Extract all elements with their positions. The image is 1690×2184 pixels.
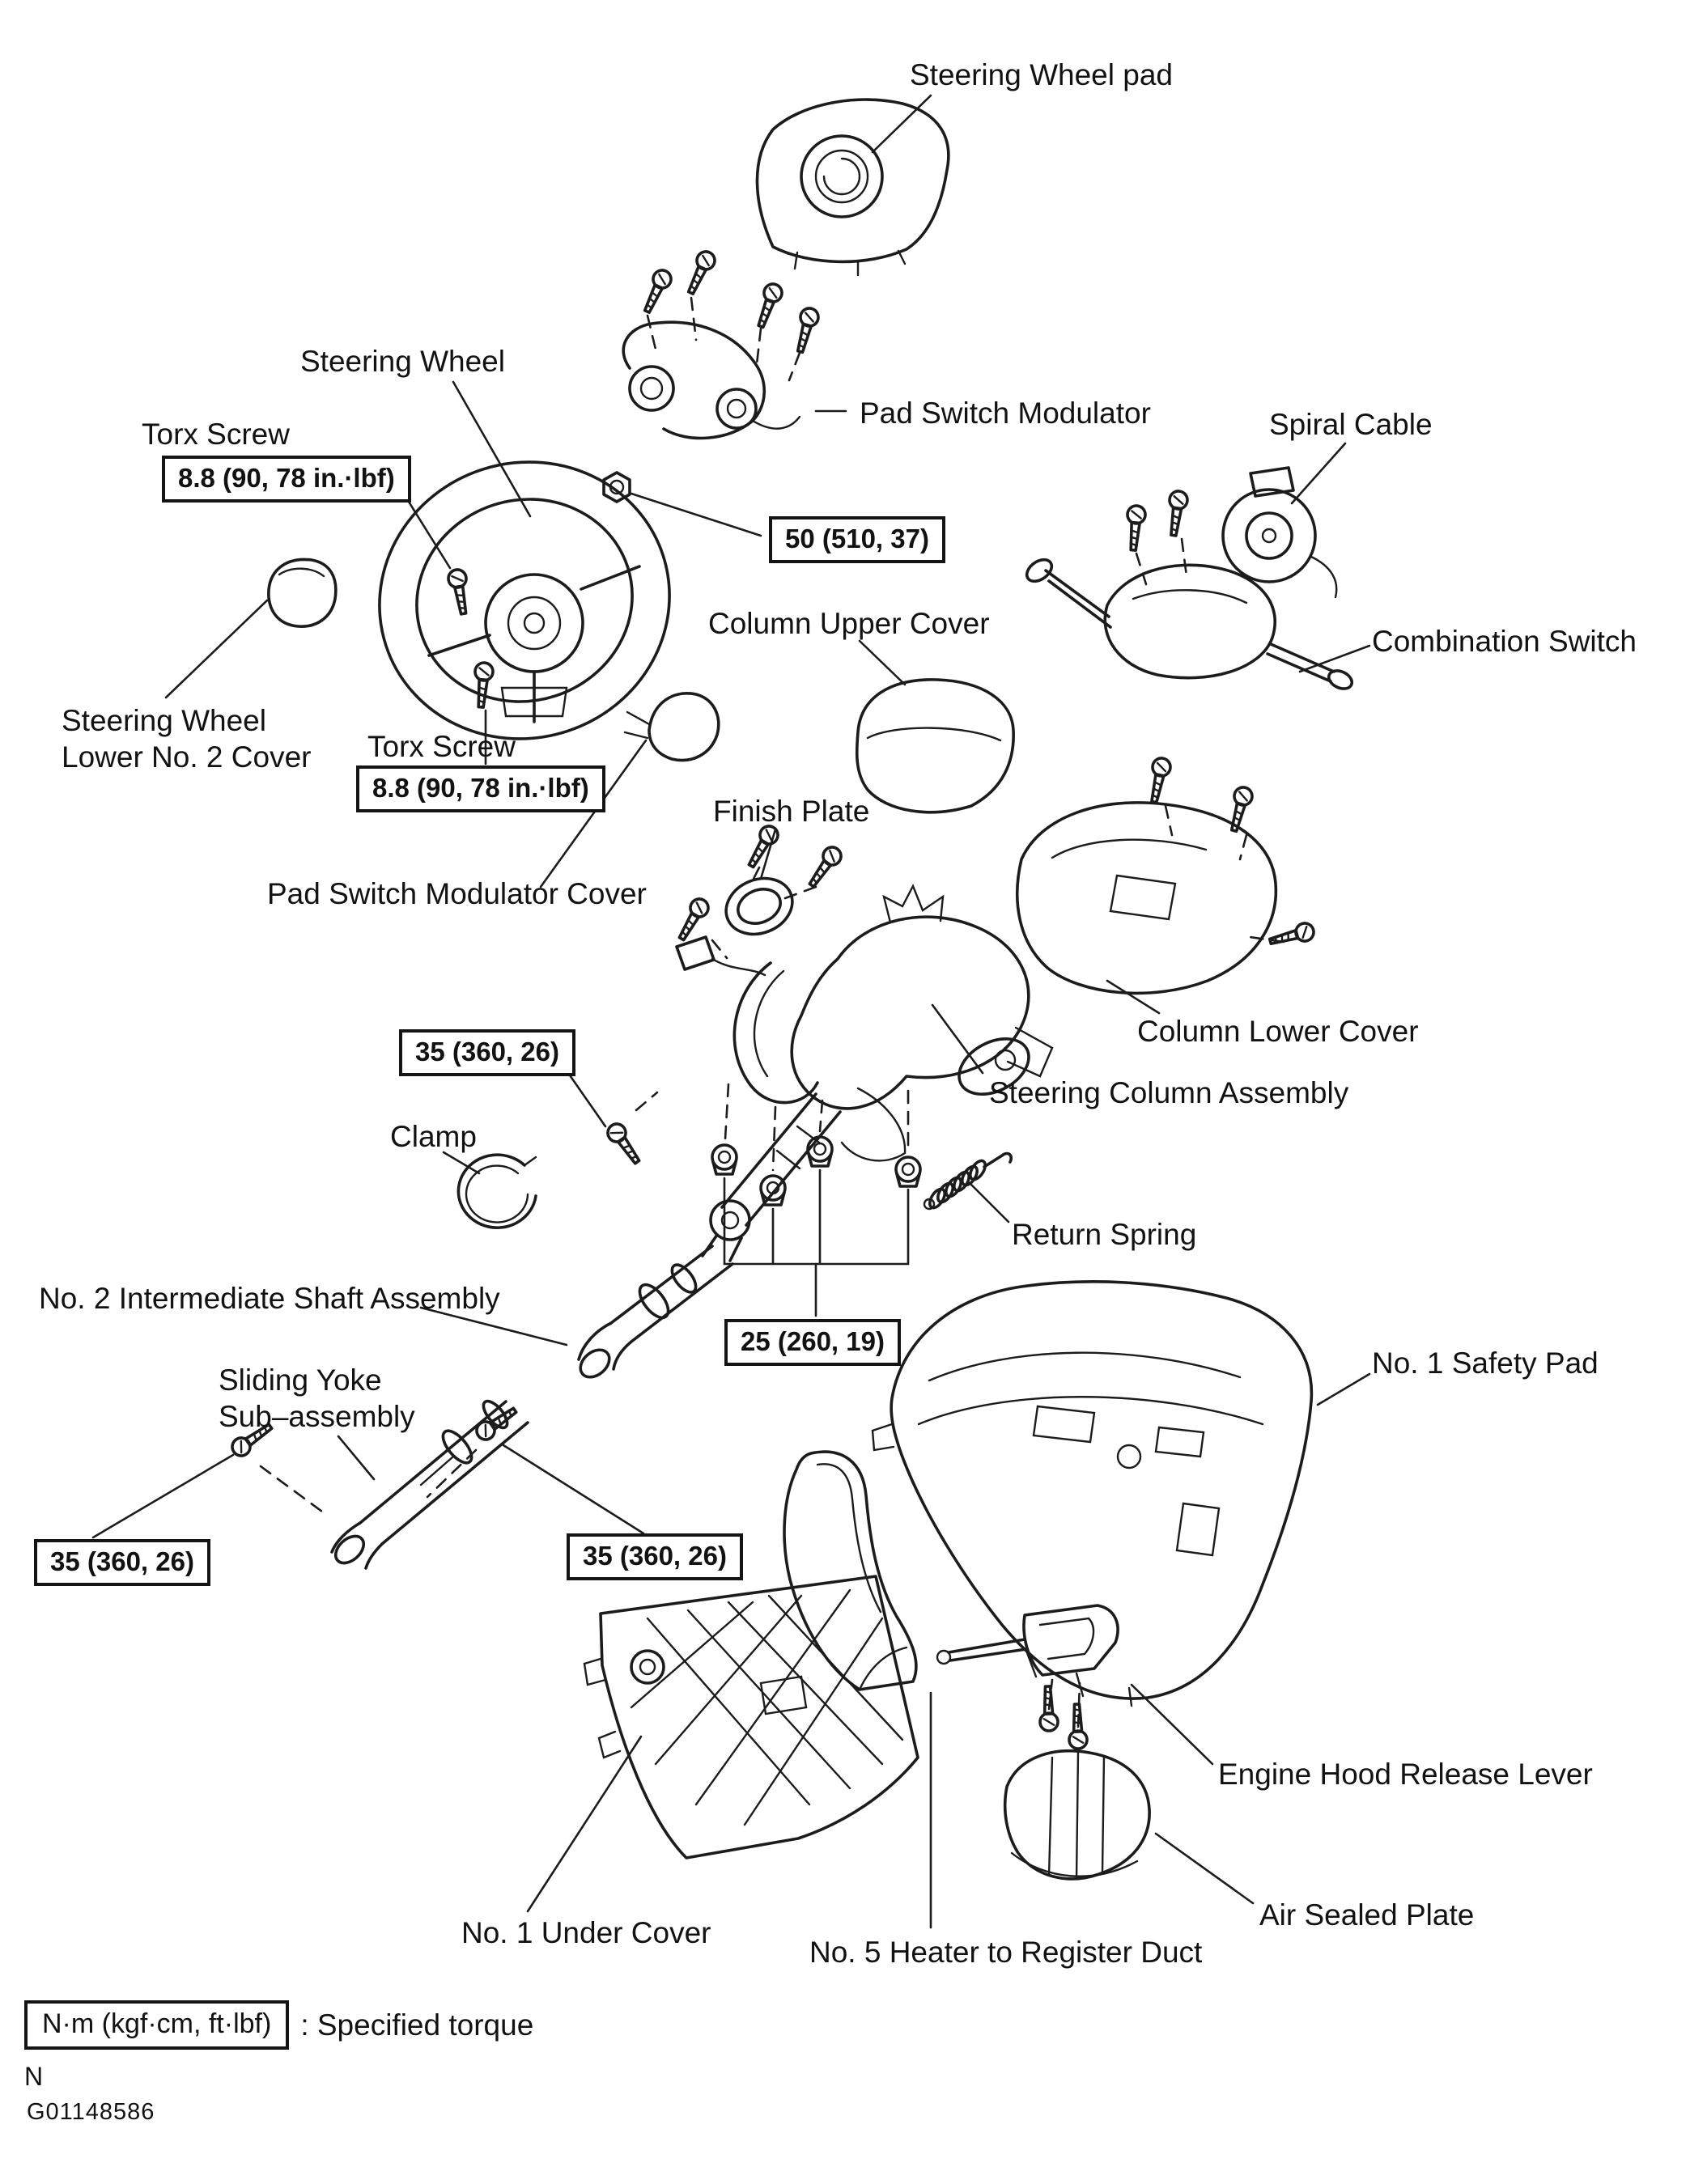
torque-box-torx-screw-lower: 8.8 (90, 78 in.·lbf)	[356, 765, 605, 812]
finish-plate-drawing	[724, 821, 847, 936]
torque-box-torx-screw-upper: 8.8 (90, 78 in.·lbf)	[162, 456, 411, 503]
pad-switch-modulator-drawing	[622, 247, 847, 440]
column-upper-cover-drawing	[855, 639, 1015, 814]
footer-figure-code: G01148586	[27, 2099, 155, 2125]
steering-wheel-pad-drawing	[755, 94, 950, 277]
torque-box-column-mount-nuts: 25 (260, 19)	[724, 1319, 901, 1366]
label-spiral-cable: Spiral Cable	[1269, 408, 1433, 441]
combination-switch-drawing	[1025, 488, 1371, 690]
return-spring-drawing	[923, 1151, 1013, 1223]
torque-box-shaft-bolt-left: 35 (360, 26)	[34, 1539, 210, 1586]
torque-box-shaft-bolt-right: 35 (360, 26)	[567, 1533, 743, 1580]
label-no2-intermediate-shaft: No. 2 Intermediate Shaft Assembly	[39, 1282, 500, 1315]
sliding-yoke-drawing	[91, 1399, 645, 1570]
footer-page-letter: N	[24, 2062, 44, 2091]
spiral-cable-drawing	[1221, 442, 1347, 599]
column-mount-nuts-drawing	[711, 1083, 922, 1317]
label-no5-heater-duct: No. 5 Heater to Register Duct	[809, 1936, 1203, 1969]
label-torx-screw-upper: Torx Screw	[142, 418, 290, 451]
label-column-lower-cover: Column Lower Cover	[1137, 1015, 1419, 1048]
label-clamp: Clamp	[390, 1120, 477, 1153]
steering-wheel-drawing	[378, 380, 762, 765]
engine-hood-release-lever-drawing	[936, 1604, 1214, 1766]
torque-legend: N·m (kgf·cm, ft·lbf) : Specified torque	[24, 2000, 533, 2050]
label-no1-under-cover: No. 1 Under Cover	[461, 1916, 711, 1949]
label-steering-wheel-pad: Steering Wheel pad	[910, 58, 1173, 91]
label-sw-lower-no2-cover-line2: Lower No. 2 Cover	[62, 740, 312, 774]
label-finish-plate: Finish Plate	[713, 795, 870, 828]
torque-legend-unit-box: N·m (kgf·cm, ft·lbf)	[24, 2000, 290, 2050]
no2-intermediate-shaft-drawing	[419, 1245, 734, 1379]
label-return-spring: Return Spring	[1012, 1218, 1197, 1251]
air-sealed-plate-drawing	[1003, 1749, 1255, 1905]
no1-under-cover-drawing	[526, 1575, 919, 1913]
clamp-drawing	[442, 1151, 537, 1229]
no1-safety-pad-drawing	[871, 1280, 1371, 1707]
torque-legend-description: : Specified torque	[300, 2008, 534, 2042]
label-sliding-yoke-line2: Sub–assembly	[219, 1400, 415, 1434]
label-steering-wheel: Steering Wheel	[300, 345, 505, 378]
label-combination-switch: Combination Switch	[1372, 625, 1637, 658]
steering-column-assembly-drawing	[567, 884, 1054, 1262]
label-engine-hood-release-lever: Engine Hood Release Lever	[1218, 1758, 1593, 1791]
label-pad-switch-modulator-cover: Pad Switch Modulator Cover	[267, 877, 647, 910]
steering-wheel-lower-no2-cover-drawing	[164, 558, 338, 699]
no5-heater-duct-drawing	[783, 1450, 932, 1929]
torque-box-column-mount-bolt: 35 (360, 26)	[399, 1029, 575, 1076]
label-sliding-yoke-line1: Sliding Yoke	[219, 1363, 382, 1397]
label-sw-lower-no2-cover: Steering Wheel Lower No. 2 Cover	[62, 702, 311, 775]
label-pad-switch-modulator: Pad Switch Modulator	[860, 397, 1151, 430]
label-no1-safety-pad: No. 1 Safety Pad	[1372, 1346, 1599, 1380]
pad-switch-modulator-cover-drawing	[539, 692, 720, 888]
label-torx-screw-lower: Torx Screw	[367, 730, 516, 763]
label-sliding-yoke: Sliding Yoke Sub–assembly	[219, 1362, 415, 1435]
column-lower-cover-drawing	[1016, 755, 1318, 1015]
label-sw-lower-no2-cover-line1: Steering Wheel	[62, 704, 266, 737]
label-column-upper-cover: Column Upper Cover	[708, 607, 990, 640]
label-air-sealed-plate: Air Sealed Plate	[1259, 1898, 1475, 1932]
label-steering-column-assembly: Steering Column Assembly	[989, 1076, 1349, 1109]
torque-box-wheel-set-nut: 50 (510, 37)	[769, 516, 945, 563]
